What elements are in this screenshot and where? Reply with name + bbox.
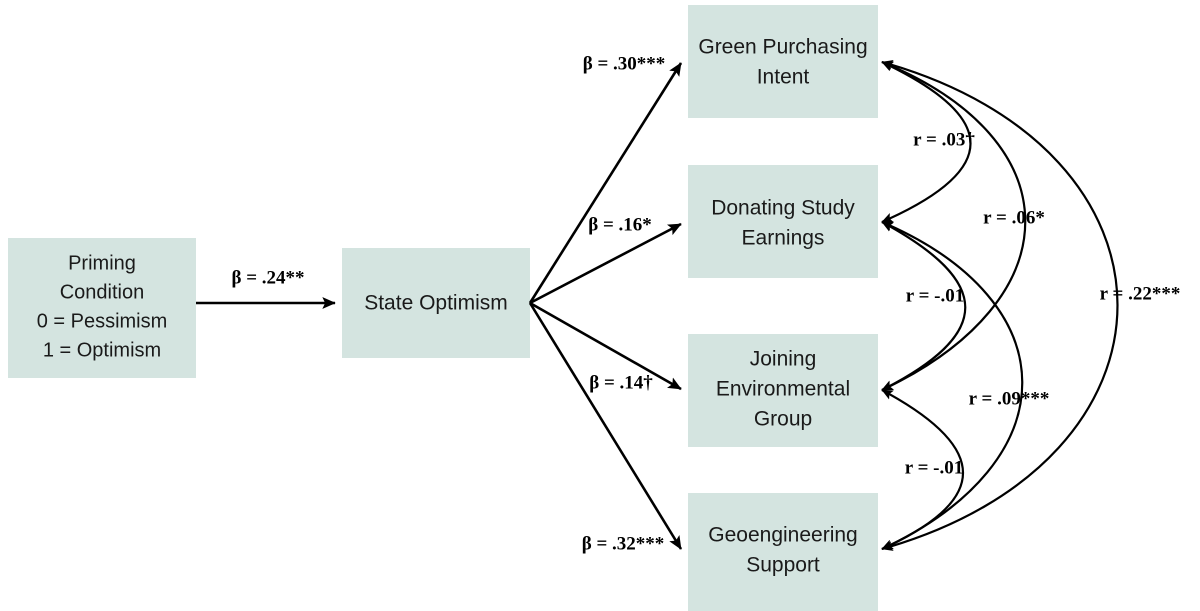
node-label-line: Environmental <box>716 378 850 401</box>
node-box-geoengineering-support <box>688 493 878 611</box>
node-green-purchasing-intent: Green Purchasing Intent <box>688 5 878 118</box>
node-label-line: Joining <box>750 348 817 371</box>
correlation-label-gpi-jeg: r = .06* <box>983 207 1045 228</box>
node-label-line: State Optimism <box>364 292 508 315</box>
node-priming-condition: Priming Condition 0 = Pessimism 1 = Opti… <box>8 238 196 378</box>
node-label-line: 0 = Pessimism <box>37 310 168 332</box>
correlation-arc-gpi-dse <box>881 61 972 224</box>
node-donating-study-earnings: Donating Study Earnings <box>688 165 878 278</box>
node-box-priming-condition <box>8 238 196 378</box>
node-label-line: Intent <box>757 66 810 89</box>
node-joining-environmental-group: Joining Environmental Group <box>688 334 878 447</box>
path-label-priming-to-optimism: β = .24** <box>231 267 304 288</box>
node-label-line: Earnings <box>742 227 825 250</box>
node-geoengineering-support: Geoengineering Support <box>688 493 878 611</box>
path-arrow-optimism-to-green-purchasing <box>528 62 683 304</box>
node-box-joining-environmental-group <box>688 334 878 447</box>
path-label-optimism-to-donating: β = .16* <box>588 214 652 235</box>
node-label-line: Support <box>746 554 820 577</box>
node-label-line: Green Purchasing <box>698 36 867 59</box>
path-arrow-optimism-to-donating <box>529 222 682 305</box>
node-label-line: Group <box>754 408 812 431</box>
correlation-arc-dse-gs <box>881 220 1024 550</box>
node-label-line: Condition <box>60 281 145 303</box>
node-box-state-optimism <box>342 248 530 358</box>
correlation-arc-gpi-jeg <box>881 60 1027 391</box>
correlation-label-gpi-dse: r = .03† <box>913 129 975 150</box>
correlation-label-dse-jeg: r = -.01 <box>906 285 965 306</box>
correlation-arc-dse-jeg <box>881 221 967 391</box>
correlation-label-jeg-gs: r = -.01 <box>905 457 964 478</box>
path-label-optimism-to-green-purchasing: β = .30*** <box>583 53 666 74</box>
path-label-optimism-to-joining-group: β = .14† <box>589 372 653 393</box>
path-label-optimism-to-geoengineering: β = .32*** <box>582 533 665 554</box>
correlation-label-dse-gs: r = .09*** <box>969 388 1050 409</box>
correlation-arc-jeg-gs <box>881 389 965 551</box>
node-state-optimism: State Optimism <box>342 248 530 358</box>
node-label-line: 1 = Optimism <box>43 339 161 361</box>
node-label-line: Donating Study <box>711 197 855 220</box>
path-arrow-optimism-to-geoengineering <box>528 302 683 550</box>
node-box-green-purchasing-intent <box>688 5 878 118</box>
node-box-donating-study-earnings <box>688 165 878 278</box>
path-arrow-optimism-to-joining-group <box>529 301 682 391</box>
correlation-label-gpi-gs: r = .22*** <box>1100 283 1181 304</box>
correlation-arc-gpi-gs <box>881 60 1119 551</box>
node-label-line: Geoengineering <box>708 524 857 547</box>
node-label-line: Priming <box>68 252 136 274</box>
